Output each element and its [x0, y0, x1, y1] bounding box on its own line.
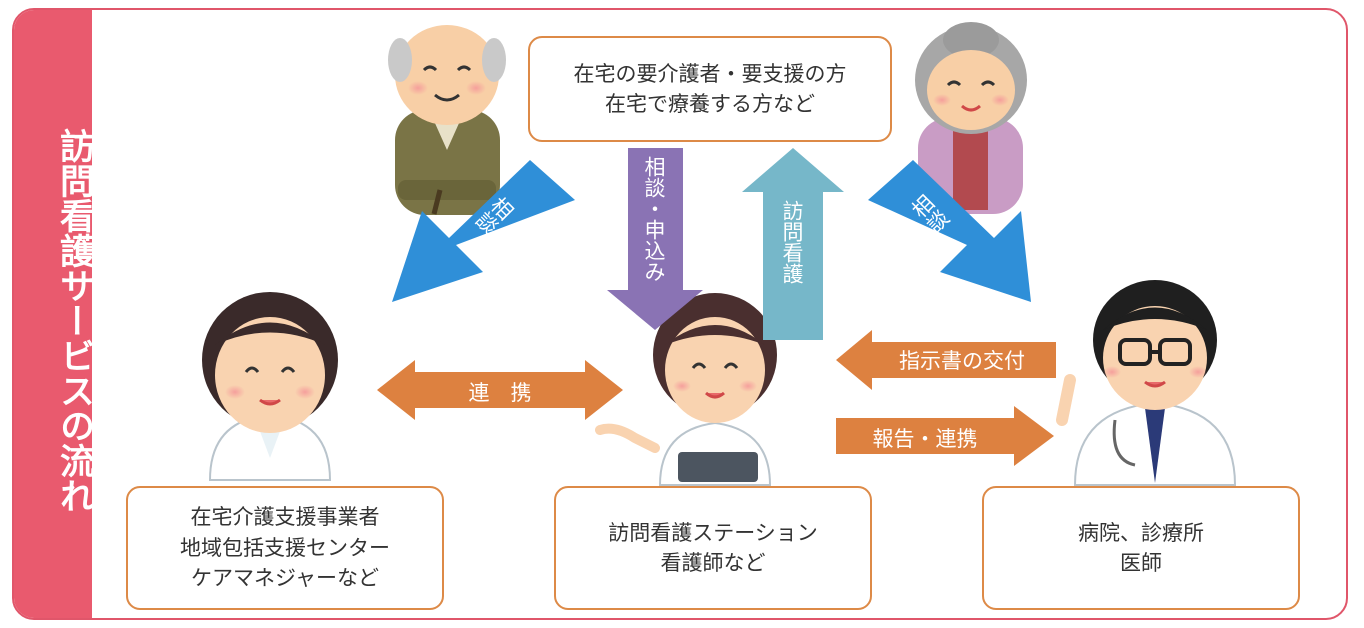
- cooperate-arrow: [377, 360, 623, 420]
- patient-line-1: 在宅の要介護者・要支援の方: [573, 61, 847, 86]
- patient-box: 在宅の要介護者・要支援の方 在宅で療養する方など: [528, 36, 892, 142]
- care-manager-line-1: 在宅介護支援事業者: [190, 505, 380, 530]
- doctor-icon: [1056, 280, 1237, 486]
- report-arrow: [836, 406, 1054, 466]
- station-box: 訪問看護ステーション 看護師など: [554, 486, 872, 610]
- page-title: 訪問看護サービスの流れ: [54, 128, 94, 513]
- instruction-arrow: [836, 330, 1056, 390]
- station-line-2: 看護師など: [660, 551, 766, 575]
- care-manager-line-3: ケアマネジャーなど: [191, 566, 379, 591]
- station-line-1: 訪問看護ステーション: [608, 520, 818, 545]
- consult-right-arrow: [868, 160, 1031, 302]
- elderly-woman-icon: [915, 22, 1027, 214]
- report-label: 報告・連携: [872, 427, 978, 451]
- patient-line-2: 在宅で療養する方など: [605, 92, 815, 116]
- hospital-line-1: 病院、診療所: [1078, 520, 1204, 545]
- instruction-label: 指示書の交付: [899, 349, 1025, 373]
- care-manager-woman-icon: [202, 292, 338, 481]
- care-manager-box: 在宅介護支援事業者 地域包括支援センター ケアマネジャーなど: [126, 486, 444, 610]
- care-manager-line-2: 地域包括支援センター: [180, 535, 390, 560]
- hospital-box: 病院、診療所 医師: [982, 486, 1300, 610]
- cooperate-label: 連 携: [468, 381, 532, 405]
- visit-nursing-label: 訪問看護: [780, 200, 804, 284]
- consult-apply-label: 相談・申込み: [642, 156, 666, 282]
- nurse-icon: [595, 293, 777, 486]
- hospital-line-2: 医師: [1120, 551, 1162, 575]
- side-title-band: [14, 10, 92, 618]
- elderly-man-icon: [388, 25, 506, 215]
- visit-nursing-arrow: [742, 148, 844, 340]
- consult-apply-arrow: [607, 148, 703, 330]
- consult-left-arrow: [392, 160, 575, 302]
